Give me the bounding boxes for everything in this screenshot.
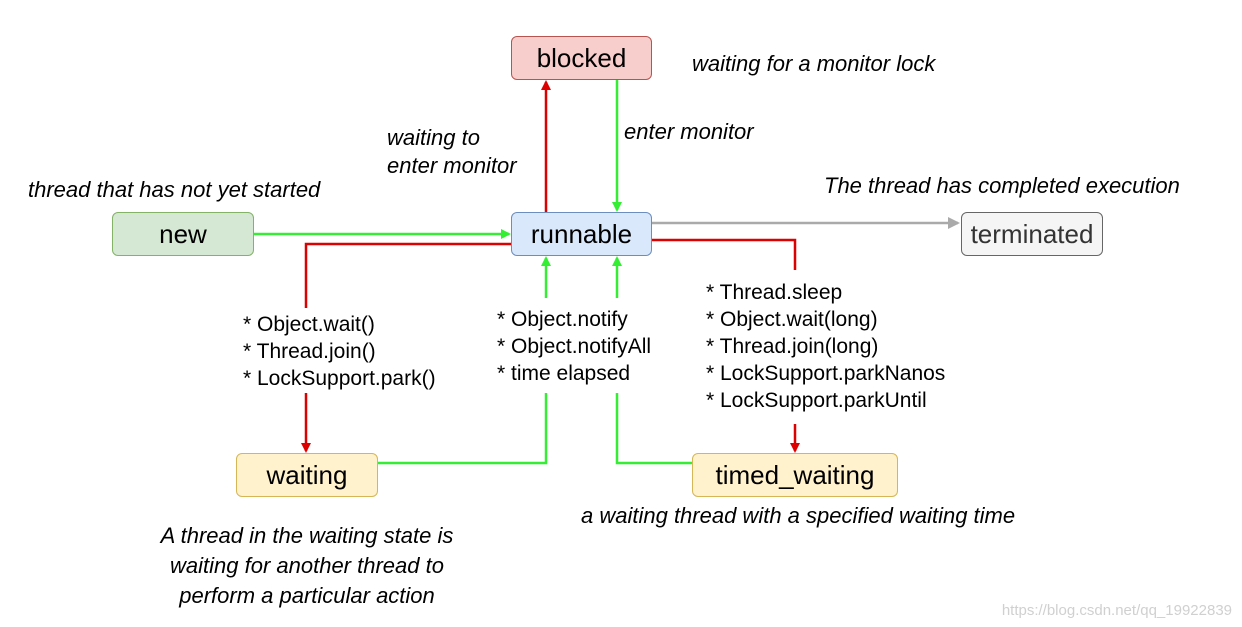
arrow-timed-to-runnable — [615, 393, 692, 465]
method-item: * Object.notify — [497, 308, 628, 331]
waiting-description-line: perform a particular action — [179, 583, 435, 608]
waiting-description-line: A thread in the waiting state is — [160, 523, 454, 548]
method-item: * time elapsed — [497, 362, 631, 385]
method-item: * Object.wait(long) — [706, 308, 878, 331]
label-to-blocked: waiting to enter monitor — [387, 124, 517, 180]
arrow-runnable-to-waiting — [304, 242, 511, 308]
method-item: * Thread.join() — [243, 340, 376, 363]
method-item: * LockSupport.park() — [243, 367, 436, 390]
state-waiting: waiting — [236, 453, 378, 497]
method-item: * Thread.sleep — [706, 281, 843, 304]
state-timed-waiting: timed_waiting — [692, 453, 898, 497]
method-item: * Object.notifyAll — [497, 335, 652, 358]
waiting-description-line: waiting for another thread to — [170, 553, 444, 578]
arrow-runnable-to-timed — [652, 238, 797, 270]
label-to-timed-waiting: * Thread.sleep * Object.wait(long) * Thr… — [706, 279, 945, 414]
arrow-waiting-to-runnable — [378, 393, 548, 465]
waiting-description: A thread in the waiting state is waiting… — [128, 521, 486, 611]
label-to-runnable: * Object.notify * Object.notifyAll * tim… — [497, 306, 651, 387]
label-to-blocked-line: waiting to — [387, 125, 480, 150]
blocked-description: waiting for a monitor lock — [692, 51, 936, 76]
timed-waiting-description: a waiting thread with a specified waitin… — [581, 503, 1016, 528]
state-blocked: blocked — [511, 36, 652, 80]
state-terminated: terminated — [961, 212, 1103, 256]
label-from-blocked: enter monitor — [624, 119, 754, 144]
label-to-waiting: * Object.wait() * Thread.join() * LockSu… — [243, 311, 436, 392]
state-new: new — [112, 212, 254, 256]
terminated-description: The thread has completed execution — [824, 173, 1180, 198]
method-item: * Thread.join(long) — [706, 335, 879, 358]
watermark: https://blog.csdn.net/qq_19922839 — [1001, 602, 1232, 619]
method-item: * LockSupport.parkUntil — [706, 389, 927, 412]
method-item: * Object.wait() — [243, 313, 375, 336]
state-runnable: runnable — [511, 212, 652, 256]
method-item: * LockSupport.parkNanos — [706, 362, 946, 385]
new-description: thread that has not yet started — [28, 177, 321, 202]
label-to-blocked-line: enter monitor — [387, 153, 517, 178]
